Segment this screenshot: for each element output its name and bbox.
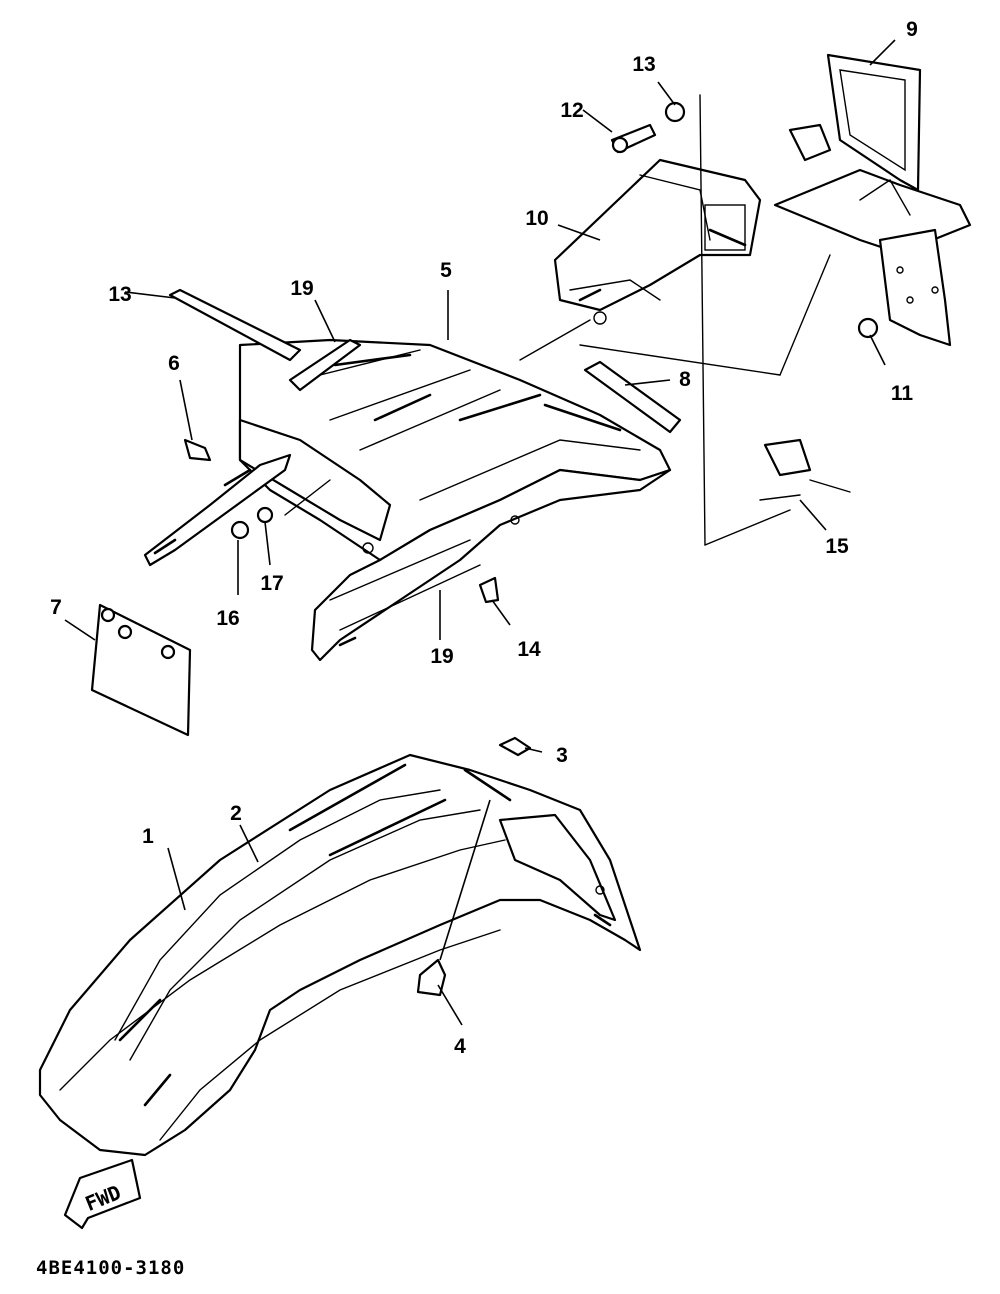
callout-12: 12 bbox=[560, 99, 583, 122]
nut-3 bbox=[498, 736, 532, 757]
forward-arrow-icon bbox=[63, 1158, 142, 1230]
callout-11: 11 bbox=[891, 382, 914, 405]
license-plate-7 bbox=[90, 603, 192, 737]
callout-6: 6 bbox=[168, 352, 180, 375]
rear-fender bbox=[143, 288, 672, 662]
front-fender bbox=[38, 753, 642, 1157]
callout-8: 8 bbox=[679, 368, 691, 391]
callout-5: 5 bbox=[440, 259, 452, 282]
callout-10: 10 bbox=[525, 207, 548, 230]
callout-14: 14 bbox=[517, 638, 541, 661]
callout-3: 3 bbox=[556, 744, 568, 767]
nut-13 bbox=[664, 101, 686, 123]
drawing-code: 4BE4100-3180 bbox=[36, 1257, 185, 1279]
callout-16: 16 bbox=[216, 607, 239, 630]
plate-bracket bbox=[773, 53, 972, 347]
callout-15: 15 bbox=[825, 535, 849, 558]
callout-labels: 9 13 12 10 5 19 13 6 8 11 15 17 16 7 19 … bbox=[50, 18, 918, 1058]
callout-19-bottom: 19 bbox=[430, 645, 453, 668]
callout-17: 17 bbox=[260, 572, 283, 595]
callout-13-top: 13 bbox=[632, 53, 655, 76]
hardware bbox=[183, 438, 812, 604]
leader-lines bbox=[64, 39, 896, 1026]
callout-7: 7 bbox=[50, 596, 62, 619]
taillight-housing bbox=[553, 158, 762, 325]
callout-4: 4 bbox=[454, 1035, 466, 1058]
bolt-12 bbox=[610, 123, 657, 154]
callout-19-top: 19 bbox=[290, 277, 313, 300]
callout-13-left: 13 bbox=[108, 283, 131, 306]
callout-1: 1 bbox=[142, 825, 154, 848]
callout-2: 2 bbox=[230, 802, 242, 825]
callout-9: 9 bbox=[906, 18, 918, 41]
reflector-8 bbox=[583, 360, 682, 434]
grommet-11 bbox=[857, 317, 879, 339]
